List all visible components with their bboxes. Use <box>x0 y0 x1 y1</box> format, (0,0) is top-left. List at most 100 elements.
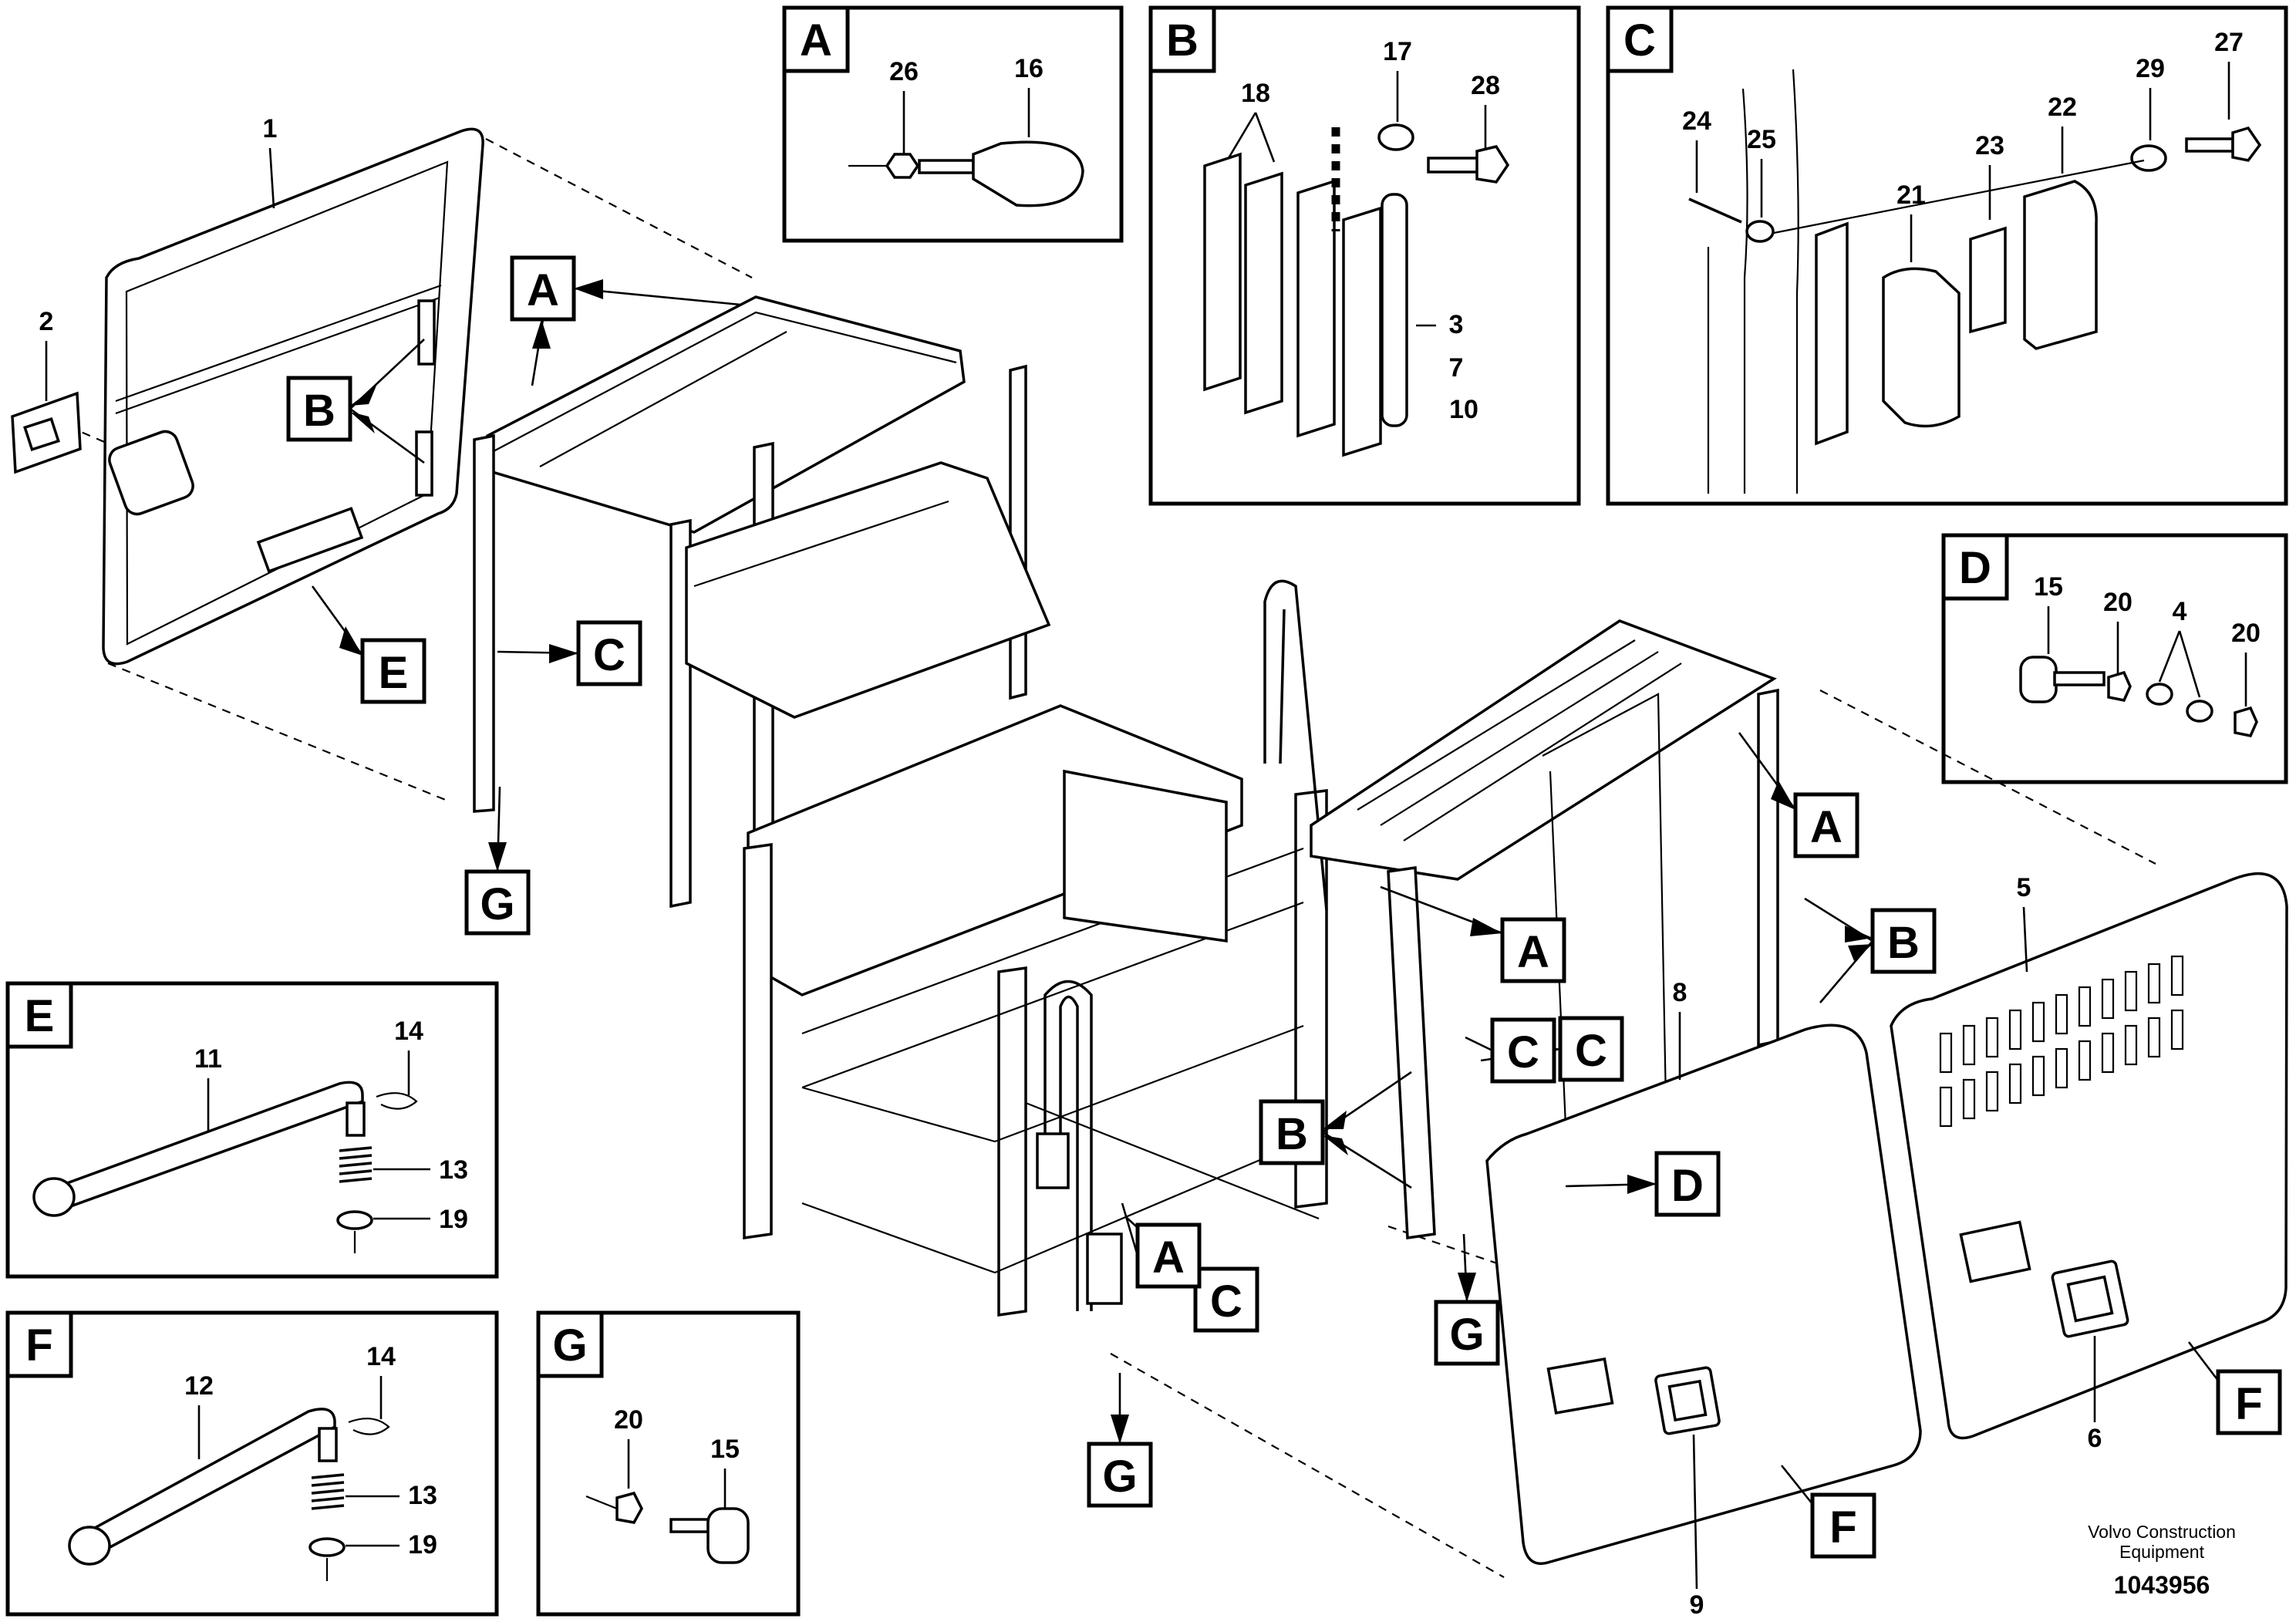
part-label-8: 8 <box>1673 978 1687 1007</box>
stud-thread <box>2053 671 2106 686</box>
hinge-leaf-right <box>1342 206 1382 457</box>
part-label-2: 2 <box>39 307 54 336</box>
callout-a-3: A <box>1380 885 1566 983</box>
panel-b-letter: B <box>1166 15 1199 66</box>
callout-b-3: B <box>1259 1071 1412 1189</box>
part-label-20b: 20 <box>2231 619 2261 648</box>
callout-b-1: B <box>286 339 425 464</box>
part-label-29: 29 <box>2136 54 2165 83</box>
part-label-1: 1 <box>263 114 278 143</box>
panel-g-letter: G <box>552 1320 587 1371</box>
nut-20b <box>2234 706 2258 737</box>
callout-a-2: A <box>1738 732 1859 858</box>
svg-text:A: A <box>1810 802 1843 852</box>
part-label-3: 3 <box>1449 310 1464 339</box>
svg-text:A: A <box>1517 927 1549 977</box>
washer-17 <box>1377 123 1414 151</box>
bolt-28-head <box>1475 145 1510 184</box>
callout-c-4: C <box>1465 1017 1556 1084</box>
washer-4b <box>2186 700 2213 723</box>
part-label-15: 15 <box>2034 572 2063 602</box>
part-label-27: 27 <box>2214 28 2244 57</box>
part-label-6: 6 <box>2088 1424 2102 1453</box>
part-label-28: 28 <box>1471 71 1500 100</box>
part-label-12: 12 <box>184 1371 214 1401</box>
part-label-18: 18 <box>1241 79 1270 108</box>
part-label-10: 10 <box>1449 395 1478 424</box>
callout-d: D <box>1565 1151 1721 1217</box>
panel-c-letter: C <box>1623 15 1656 66</box>
spring-13b <box>311 1473 345 1510</box>
cotter-pin-14b <box>348 1418 390 1435</box>
part-label-7: 7 <box>1449 353 1464 383</box>
nut-26 <box>885 153 920 179</box>
washer-19b <box>308 1537 346 1557</box>
part-label-13b: 13 <box>408 1481 437 1510</box>
svg-text:E: E <box>379 648 409 698</box>
part-label-19: 19 <box>439 1205 468 1234</box>
part-label-14b: 14 <box>366 1342 396 1371</box>
svg-text:F: F <box>1829 1502 1856 1553</box>
part-label-25: 25 <box>1747 125 1776 154</box>
svg-text:D: D <box>1671 1161 1704 1211</box>
callout-c-1: C <box>497 620 642 686</box>
hinge-pin-barrel <box>1381 193 1408 427</box>
detail-panel-b: B 18 17 28 3 7 10 <box>1148 5 1581 506</box>
callout-a-1: A <box>510 255 741 386</box>
svg-text:B: B <box>1887 918 1920 968</box>
vent-slots <box>1939 955 2184 1128</box>
doc-number: 1043956 <box>2114 1571 2210 1599</box>
door-catch-plate <box>1815 221 1849 446</box>
panel-d-letter: D <box>1959 543 1991 593</box>
panel-e-letter: E <box>25 991 55 1041</box>
detail-panel-a: A 26 16 <box>782 5 1124 243</box>
callout-a-4: A <box>1121 1202 1202 1289</box>
rubber-stop-15 <box>2019 656 2058 703</box>
callout-a-4-label: A <box>1152 1233 1185 1283</box>
svg-text:B: B <box>1276 1109 1308 1159</box>
detail-panel-d: D 15 20 4 20 <box>1941 533 2288 784</box>
part-label-11: 11 <box>194 1044 222 1074</box>
callout-g-1: G <box>464 786 531 936</box>
shim-23 <box>1969 226 2007 334</box>
part-label-17: 17 <box>1383 37 1412 66</box>
panel-a-letter: A <box>800 15 832 66</box>
part-label-22: 22 <box>2048 93 2077 122</box>
main-frame <box>473 295 1779 1317</box>
bolt-thread <box>918 159 975 174</box>
callout-c-3: C <box>1125 1216 1259 1333</box>
svg-text:C: C <box>1210 1276 1242 1327</box>
detail-panel-f: F 12 14 13 19 <box>5 1310 499 1617</box>
callout-f-2: F <box>2187 1341 2282 1435</box>
side-panel-8 <box>1485 1023 1922 1565</box>
callout-c-4-label: C <box>1507 1027 1539 1077</box>
svg-text:C: C <box>593 630 625 680</box>
rubber-stop-16 <box>972 140 1084 207</box>
rubber-bumper-21 <box>1882 267 1961 428</box>
shim-18b <box>1244 171 1283 415</box>
footer: Volvo Construction Equipment 1043956 <box>2088 1522 2236 1599</box>
callout-g-2: G <box>1434 1233 1500 1366</box>
part-label-24: 24 <box>1682 106 1711 136</box>
part-label-19b: 19 <box>408 1530 437 1560</box>
rod-11-pin <box>346 1101 366 1137</box>
callout-f-1: F <box>1780 1465 1876 1559</box>
svg-text:A: A <box>527 265 559 315</box>
detail-panel-g: G 20 15 <box>536 1310 801 1617</box>
spring-13 <box>339 1146 373 1183</box>
striker-bracket-22 <box>2023 180 2098 350</box>
lock-rod-11 <box>56 1081 364 1210</box>
washer-25 <box>1745 220 1775 243</box>
svg-text:B: B <box>303 386 335 436</box>
company-line-2: Equipment <box>2119 1542 2205 1562</box>
part-label-14: 14 <box>394 1017 423 1046</box>
part-label-15g: 15 <box>710 1435 740 1464</box>
shim-18a <box>1203 152 1242 392</box>
part-label-13: 13 <box>439 1155 468 1185</box>
stud-thread-g <box>669 1518 710 1533</box>
callout-g-3: G <box>1087 1373 1153 1508</box>
svg-text:C: C <box>1575 1026 1607 1076</box>
cotter-pin-14 <box>376 1092 418 1110</box>
rod-11-end-bushing <box>32 1177 76 1217</box>
